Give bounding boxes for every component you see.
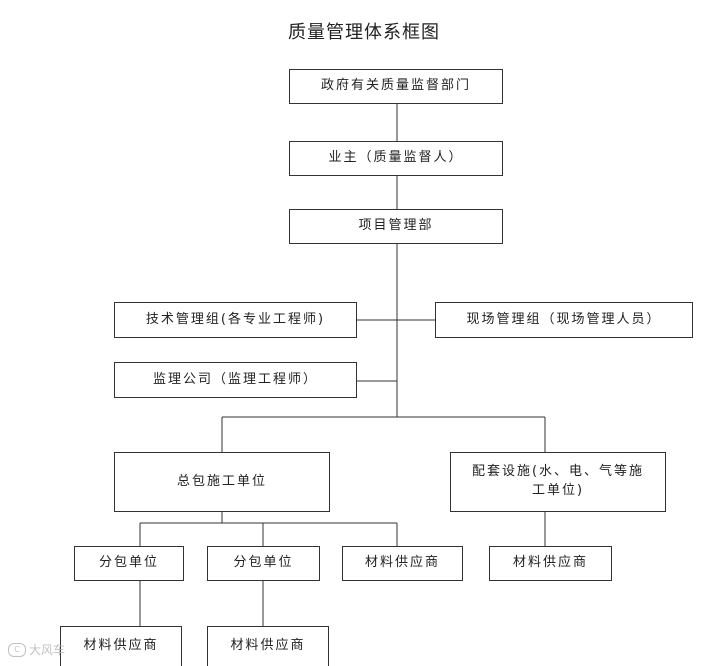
- node-material-supplier-b: 材料供应商: [489, 546, 612, 581]
- node-tech-group: 技术管理组(各专业工程师): [114, 302, 357, 338]
- node-site-group: 现场管理组（现场管理人员）: [435, 302, 693, 338]
- node-general-contractor: 总包施工单位: [114, 452, 330, 512]
- node-owner: 业主（质量监督人）: [289, 141, 503, 176]
- node-supervision-company: 监理公司（监理工程师）: [114, 362, 357, 398]
- node-material-supplier-a: 材料供应商: [342, 546, 463, 581]
- diagram-title: 质量管理体系框图: [288, 22, 440, 43]
- node-supporting-facilities: 配套设施(水、电、气等施工单位): [450, 452, 666, 512]
- node-subcontractor-1: 分包单位: [74, 546, 184, 581]
- watermark-logo-icon: C: [8, 642, 26, 657]
- node-material-supplier-c: 材料供应商: [60, 626, 182, 666]
- node-subcontractor-2: 分包单位: [207, 546, 320, 581]
- node-gov-department: 政府有关质量监督部门: [289, 69, 503, 104]
- node-material-supplier-d: 材料供应商: [207, 626, 329, 666]
- watermark-text: 大风车: [29, 643, 66, 657]
- watermark: C 大风车: [8, 641, 65, 658]
- node-project-department: 项目管理部: [289, 209, 503, 244]
